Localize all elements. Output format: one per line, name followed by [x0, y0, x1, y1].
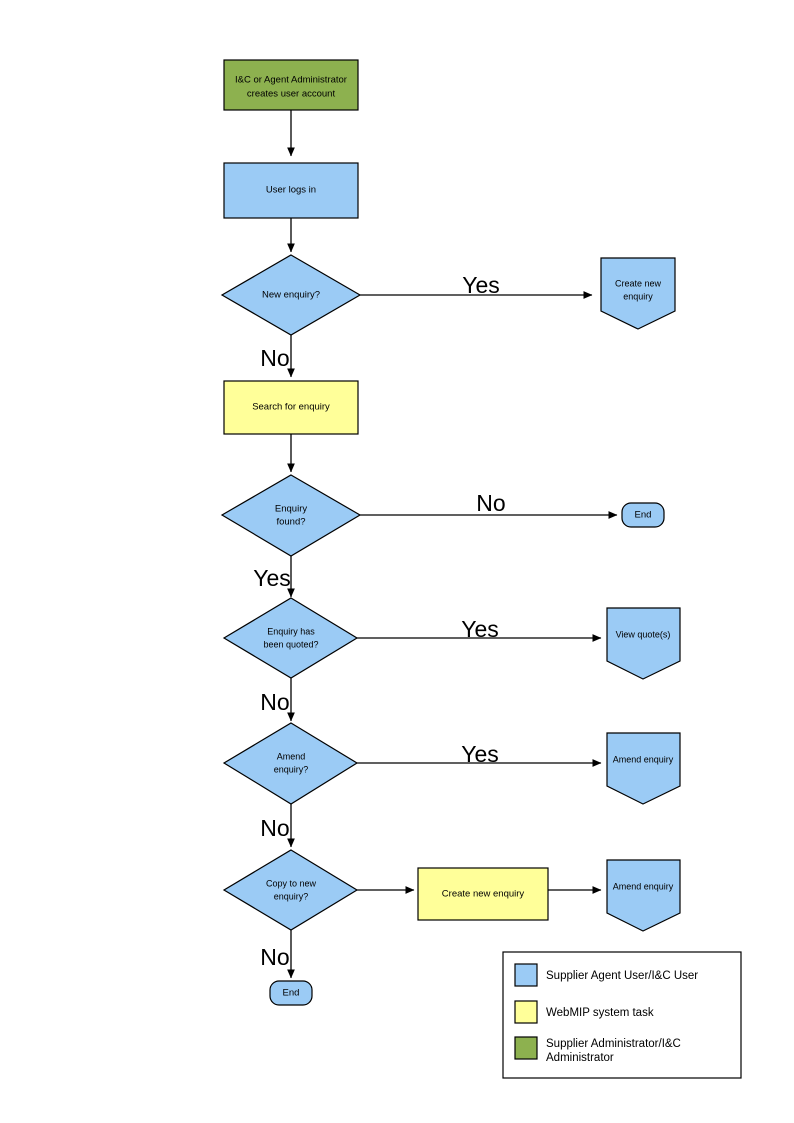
node-label-line1: Copy to new — [266, 878, 317, 888]
node-label-line2: found? — [276, 517, 305, 528]
legend-swatch-system-task — [514, 1000, 538, 1024]
node-label-line1: New enquiry? — [262, 290, 320, 301]
node-end-terminator-enquiry-not-found[interactable]: End — [621, 502, 665, 528]
node-admin-creates-user-account[interactable]: I&C or Agent Administrator creates user … — [223, 59, 359, 111]
legend-item-supplier-agent-user: Supplier Agent User/I&C User — [514, 963, 698, 987]
legend-label: Supplier Administrator/I&C — [546, 1038, 681, 1050]
node-shape-pentagon — [606, 607, 681, 680]
node-label-line1: End — [283, 988, 300, 999]
edge-label-yes-quoted: Yes — [461, 616, 499, 642]
node-label-line1: Enquiry has — [267, 626, 315, 636]
node-label-line1: I&C or Agent Administrator — [235, 75, 347, 86]
edge-label-no-enquiry-found: No — [476, 490, 505, 516]
node-shape-rectangle — [223, 59, 359, 111]
node-view-quotes[interactable]: View quote(s) — [606, 607, 681, 680]
legend-swatch-actor-user — [514, 963, 538, 987]
node-shape-diamond — [222, 597, 359, 679]
node-end-terminator-bottom[interactable]: End — [269, 980, 313, 1006]
node-shape-pentagon — [606, 732, 681, 805]
node-shape-rectangle — [223, 380, 359, 435]
node-decision-enquiry-found[interactable]: Enquiry found? — [220, 474, 362, 557]
node-shape-rectangle — [417, 867, 549, 921]
node-shape-diamond — [222, 849, 359, 931]
node-create-new-enquiry-top[interactable]: Create new enquiry — [600, 257, 676, 330]
legend-label: WebMIP system task — [546, 1007, 654, 1019]
node-amend-enquiry-action-bottom[interactable]: Amend enquiry — [606, 859, 681, 932]
legend-item-webmip-system-task: WebMIP system task — [514, 1000, 654, 1024]
legend-item-supplier-administrator: Supplier Administrator/I&C Administrator — [514, 1036, 681, 1064]
edge-label-no-quoted: No — [260, 689, 289, 715]
node-label-line2: been quoted? — [263, 639, 318, 649]
edge-label-no-copy: No — [260, 944, 289, 970]
node-decision-new-enquiry[interactable]: New enquiry? — [220, 254, 362, 336]
edge-label-yes-amend: Yes — [461, 741, 499, 767]
legend-frame — [502, 951, 742, 1079]
node-search-for-enquiry[interactable]: Search for enquiry — [223, 380, 359, 435]
node-label-line2: creates user account — [247, 89, 336, 100]
edge-label-layer: Yes No No Yes Yes No Yes No No — [253, 272, 505, 970]
legend: Supplier Agent User/I&C User WebMIP syst… — [502, 951, 742, 1079]
legend-label-line2: Administrator — [546, 1052, 614, 1064]
node-label-line1: Amend — [277, 751, 306, 761]
node-decision-amend-enquiry[interactable]: Amend enquiry? — [222, 722, 359, 805]
node-label-line1: Amend enquiry — [613, 881, 674, 891]
node-shape-pentagon — [606, 859, 681, 932]
node-label-line1: Search for enquiry — [252, 402, 330, 413]
legend-swatch-administrator — [514, 1036, 538, 1060]
node-label-line1: Enquiry — [275, 504, 307, 515]
node-decision-copy-to-new-enquiry[interactable]: Copy to new enquiry? — [222, 849, 359, 931]
edge-label-no-new-enquiry: No — [260, 345, 289, 371]
node-label-line2: enquiry? — [274, 764, 309, 774]
node-shape-terminator — [269, 980, 313, 1006]
legend-label: Supplier Agent User/I&C User — [546, 970, 698, 982]
edge-label-yes-new-enquiry: Yes — [462, 272, 500, 298]
node-label-line1: End — [635, 510, 652, 521]
node-decision-enquiry-quoted[interactable]: Enquiry has been quoted? — [222, 597, 359, 679]
edge-label-yes-enquiry-found: Yes — [253, 565, 291, 591]
node-amend-enquiry-action[interactable]: Amend enquiry — [606, 732, 681, 805]
node-label-line1: Create new enquiry — [442, 889, 525, 900]
node-shape-diamond — [220, 254, 362, 336]
node-label-line1: User logs in — [266, 185, 316, 196]
node-label-line1: View quote(s) — [616, 629, 671, 639]
node-user-logs-in[interactable]: User logs in — [223, 162, 359, 219]
node-label-line1: Create new — [615, 278, 662, 288]
node-shape-pentagon — [600, 257, 676, 330]
edge-label-no-amend: No — [260, 815, 289, 841]
node-shape-rectangle — [223, 162, 359, 219]
connector-layer — [287, 110, 618, 979]
node-create-new-enquiry-bottom[interactable]: Create new enquiry — [417, 867, 549, 921]
node-label-line2: enquiry? — [274, 891, 309, 901]
node-shape-diamond — [220, 474, 362, 557]
node-label-line1: Amend enquiry — [613, 754, 674, 764]
node-shape-terminator — [621, 502, 665, 528]
node-shape-diamond — [222, 722, 359, 805]
node-label-line2: enquiry — [623, 291, 653, 301]
